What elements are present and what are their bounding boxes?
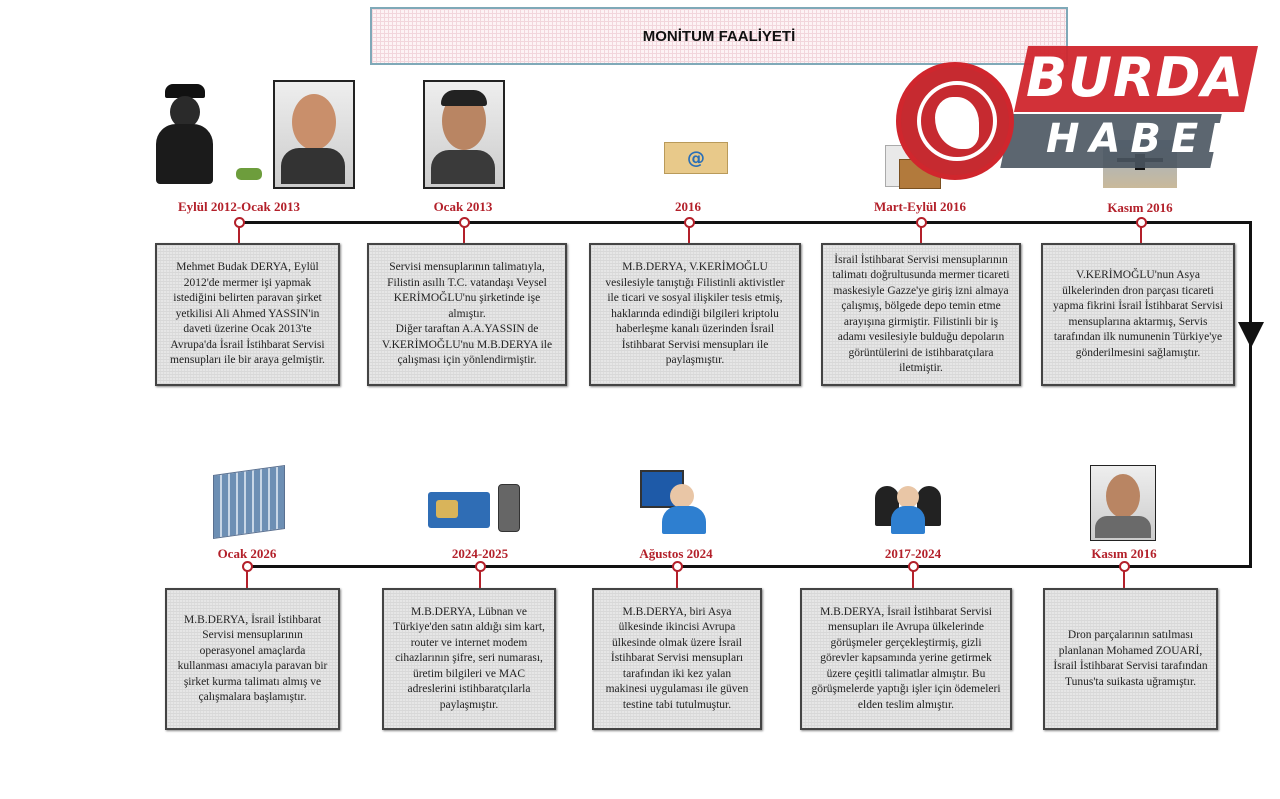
event-date: 2024-2025 bbox=[451, 546, 509, 561]
timeline-marker bbox=[916, 217, 927, 228]
timeline-right-line bbox=[1249, 221, 1252, 568]
event-description: M.B.DERYA, İsrail İstihbarat Servisi men… bbox=[800, 588, 1012, 730]
timeline-top-line bbox=[238, 221, 1252, 224]
email-icon: @ bbox=[664, 142, 728, 174]
computer-user-icon bbox=[640, 470, 712, 536]
timeline-marker bbox=[684, 217, 695, 228]
timeline-marker bbox=[1136, 217, 1147, 228]
timeline-marker bbox=[1119, 561, 1130, 572]
event-date: Kasım 2016 bbox=[1091, 546, 1157, 561]
timeline-bottom-line bbox=[245, 565, 1252, 568]
timeline-marker bbox=[459, 217, 470, 228]
globe-icon bbox=[896, 62, 1014, 180]
agents-icon bbox=[873, 472, 943, 536]
event-date: Ocak 2013 bbox=[433, 199, 493, 214]
event-description: V.KERİMOĞLU'nun Asya ülkelerinden dron p… bbox=[1041, 243, 1235, 386]
page-title: MONİTUM FAALİYETİ bbox=[370, 7, 1068, 65]
event-date: Mart-Eylül 2016 bbox=[873, 199, 967, 214]
event-description: M.B.DERYA, biri Asya ülkesinde ikincisi … bbox=[592, 588, 762, 730]
timeline-marker bbox=[242, 561, 253, 572]
spy-icon bbox=[152, 80, 217, 185]
timeline-marker bbox=[475, 561, 486, 572]
person-photo bbox=[423, 80, 505, 189]
person-photo bbox=[1090, 465, 1156, 541]
sim-card-icon bbox=[428, 492, 490, 528]
event-date: Ocak 2026 bbox=[217, 546, 277, 561]
event-description: M.B.DERYA, İsrail İstihbarat Servisi men… bbox=[165, 588, 340, 730]
event-date: 2016 bbox=[675, 199, 701, 214]
phone-icon bbox=[498, 484, 520, 532]
event-date: Kasım 2016 bbox=[1107, 200, 1173, 215]
event-description: Mehmet Budak DERYA, Eylül 2012'de mermer… bbox=[155, 243, 340, 386]
event-description: Dron parçalarının satılması planlanan Mo… bbox=[1043, 588, 1218, 730]
event-description: Servisi mensuplarının talimatıyla, Filis… bbox=[367, 243, 567, 386]
event-date: Ağustos 2024 bbox=[639, 546, 713, 561]
timeline-marker bbox=[234, 217, 245, 228]
event-description: M.B.DERYA, V.KERİMOĞLU vesilesiyle tanış… bbox=[589, 243, 801, 386]
event-date: Eylül 2012-Ocak 2013 bbox=[177, 199, 301, 214]
event-description: M.B.DERYA, Lübnan ve Türkiye'den satın a… bbox=[382, 588, 556, 730]
burda-haber-logo: BURDA HABER bbox=[896, 42, 1259, 192]
building-icon bbox=[213, 464, 285, 540]
timeline-marker bbox=[908, 561, 919, 572]
timeline-marker bbox=[672, 561, 683, 572]
event-date: 2017-2024 bbox=[884, 546, 942, 561]
arrow-down-icon bbox=[1238, 322, 1264, 348]
person-photo bbox=[273, 80, 355, 189]
handshake-icon bbox=[236, 168, 262, 180]
event-description: İsrail İstihbarat Servisi mensuplarının … bbox=[821, 243, 1021, 386]
